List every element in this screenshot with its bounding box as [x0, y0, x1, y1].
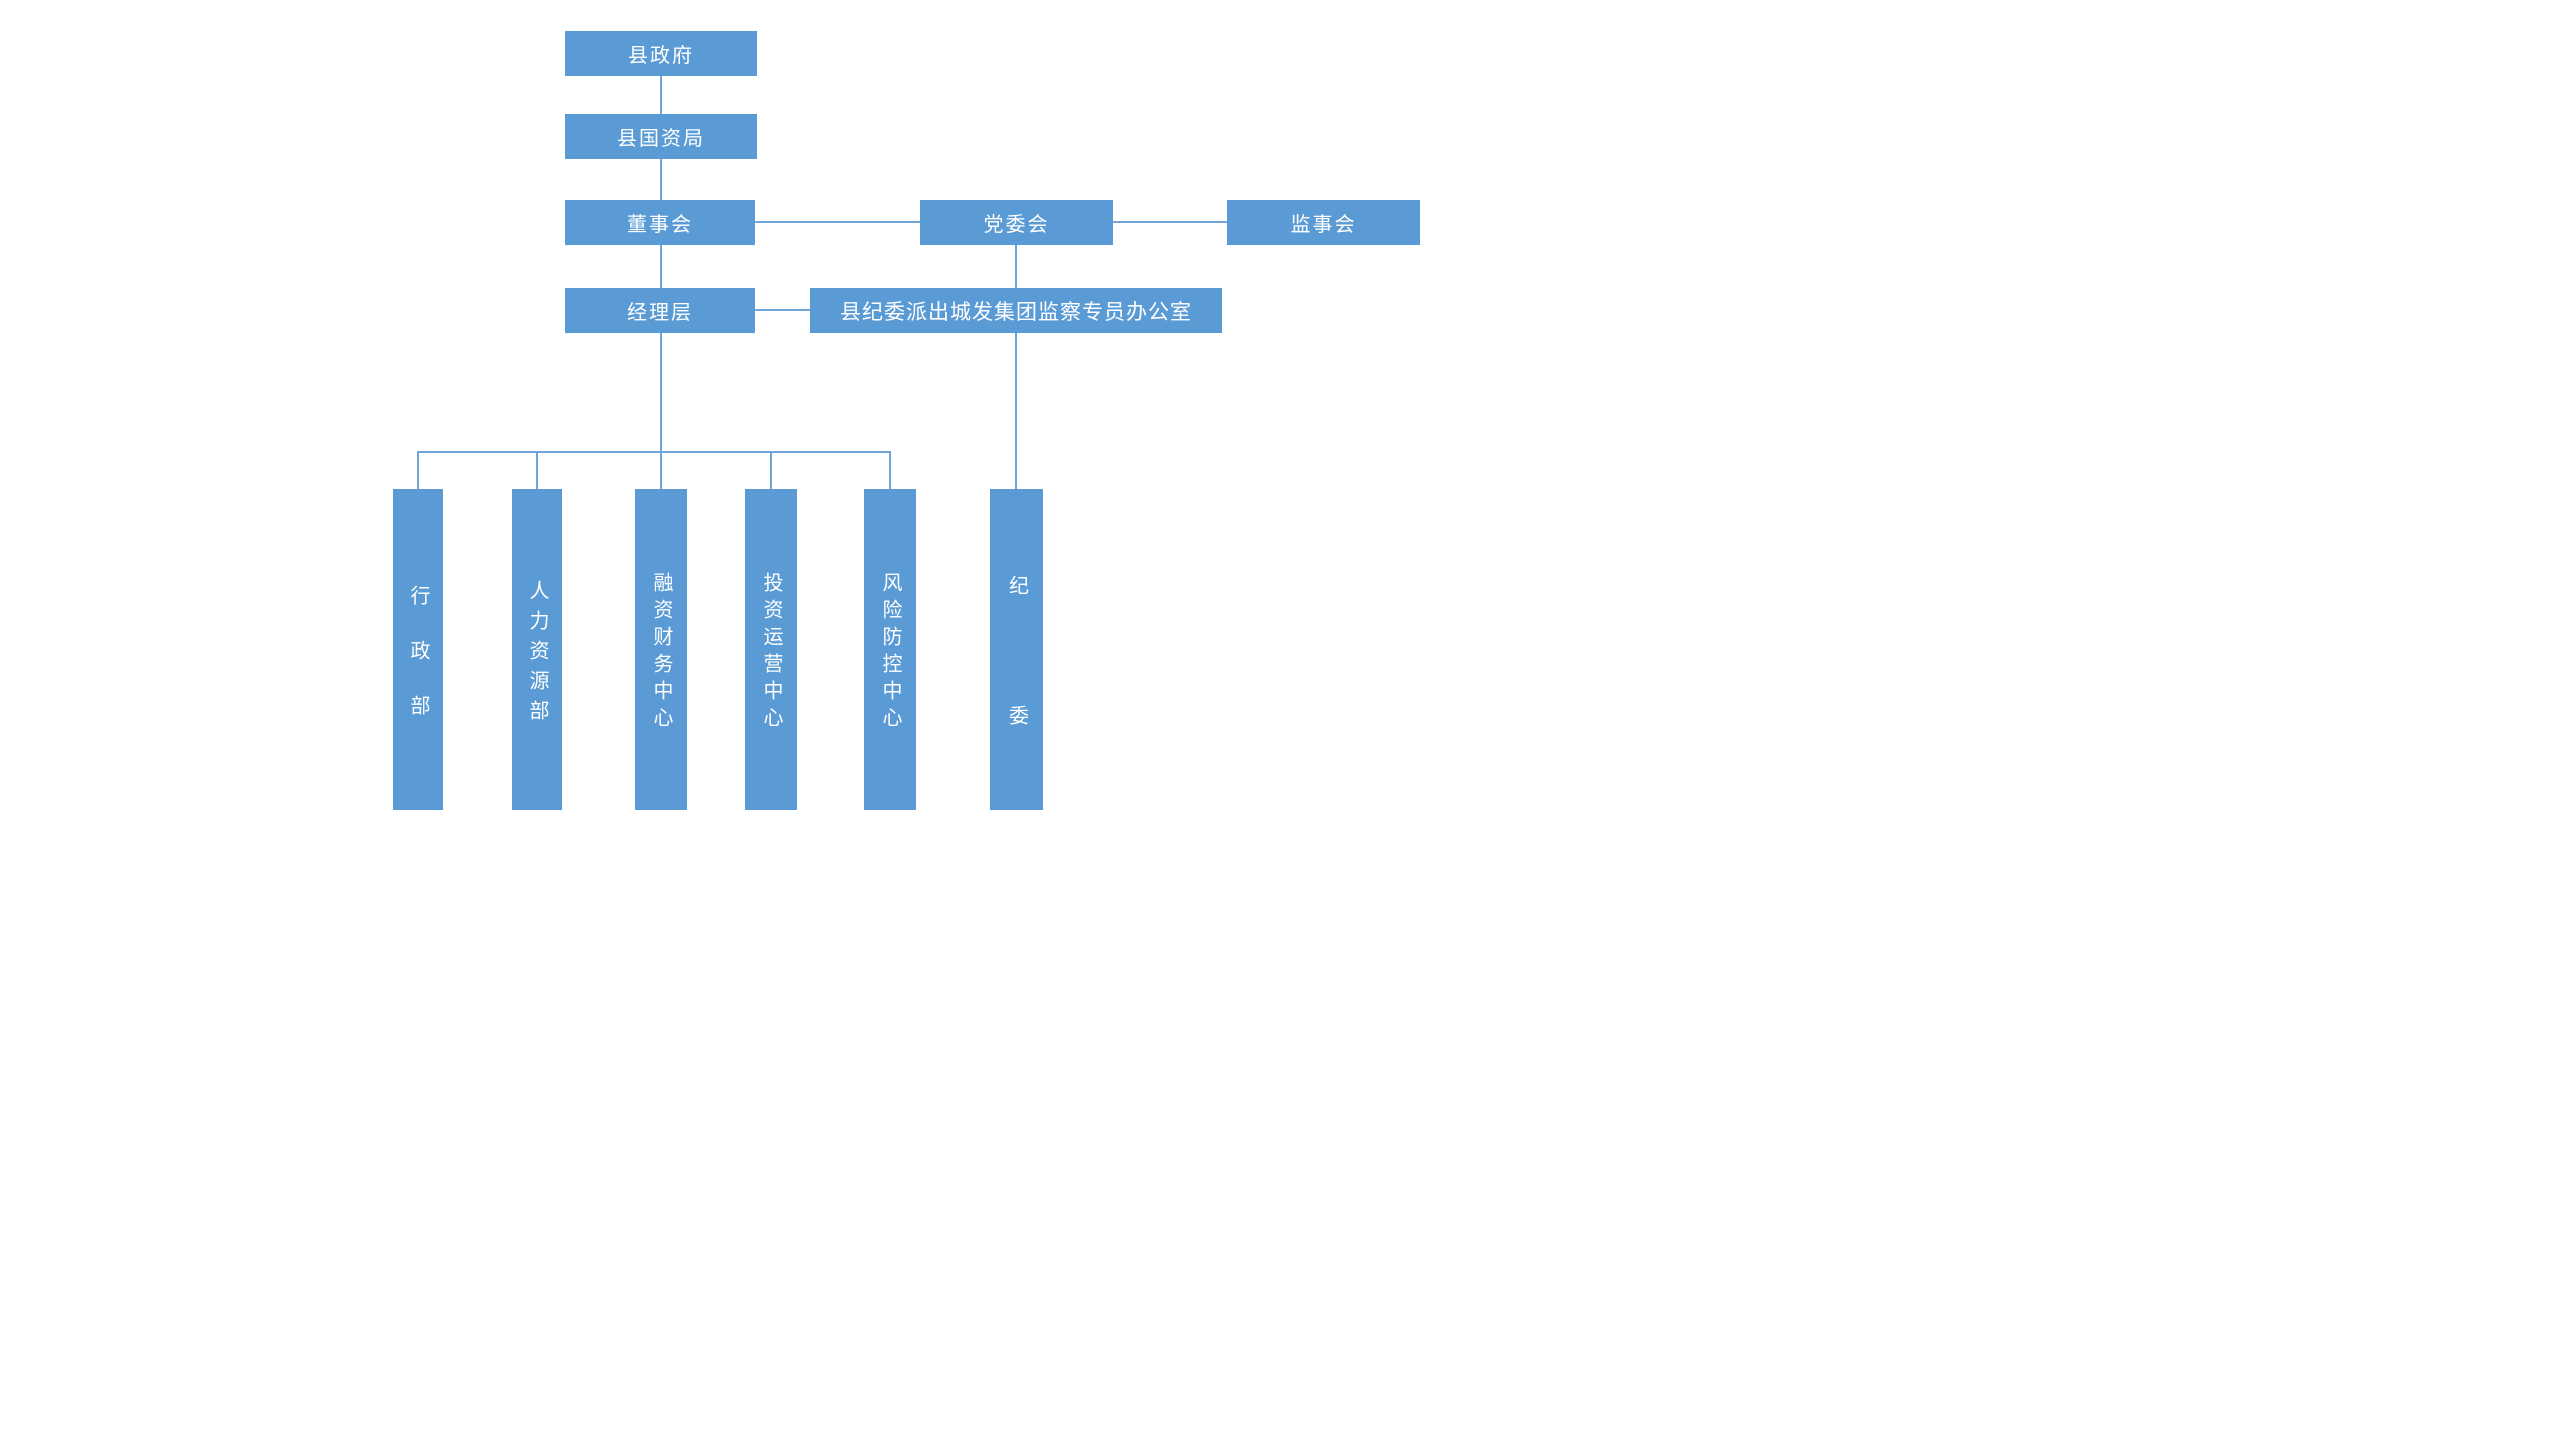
connector-bureau-to-board [660, 159, 662, 200]
connector-distributor [417, 451, 890, 453]
node-hr-dept: 人力资源部 [512, 489, 562, 810]
node-label: 风险防控中心 [879, 572, 901, 734]
node-label: 县纪委派出城发集团监察专员办公室 [840, 300, 1192, 324]
connector-drop-finance [660, 451, 662, 489]
node-label: 人力资源部 [526, 579, 548, 730]
node-risk-center: 风险防控中心 [864, 489, 916, 810]
node-state-assets-bureau: 县国资局 [565, 114, 757, 159]
node-label: 行政部 [407, 584, 429, 750]
connector-party-to-office [1015, 245, 1017, 288]
node-discipline-committee: 纪委 [990, 489, 1043, 835]
node-party-committee: 党委会 [920, 200, 1113, 245]
connector-drop-investment [770, 451, 772, 489]
connector-board-to-party [755, 221, 920, 223]
node-label: 纪委 [1005, 574, 1028, 835]
node-label: 县国资局 [617, 128, 705, 150]
connector-gov-to-bureau [660, 76, 662, 114]
connector-party-to-supervisory [1113, 221, 1227, 223]
connector-drop-risk [889, 451, 891, 489]
node-label: 投资运营中心 [760, 572, 782, 734]
node-supervision-office: 县纪委派出城发集团监察专员办公室 [810, 288, 1222, 333]
connector-management-stem [660, 333, 662, 453]
node-finance-center: 融资财务中心 [635, 489, 687, 810]
node-board-of-directors: 董事会 [565, 200, 755, 245]
node-label: 监事会 [1290, 214, 1357, 236]
node-supervisory-board: 监事会 [1227, 200, 1420, 245]
node-management-level: 经理层 [565, 288, 755, 333]
node-label: 县政府 [628, 45, 694, 67]
node-label: 党委会 [983, 214, 1050, 236]
node-county-government: 县政府 [565, 31, 757, 76]
node-label: 融资财务中心 [650, 572, 672, 734]
connector-drop-hr [536, 451, 538, 489]
connector-office-to-discipline [1015, 333, 1017, 489]
connector-management-to-office [755, 309, 810, 311]
node-label: 董事会 [627, 214, 693, 236]
connector-drop-admin [417, 451, 419, 489]
node-investment-center: 投资运营中心 [745, 489, 797, 810]
node-admin-dept: 行政部 [393, 489, 443, 810]
node-label: 经理层 [627, 302, 693, 324]
connector-board-to-management [660, 245, 662, 288]
